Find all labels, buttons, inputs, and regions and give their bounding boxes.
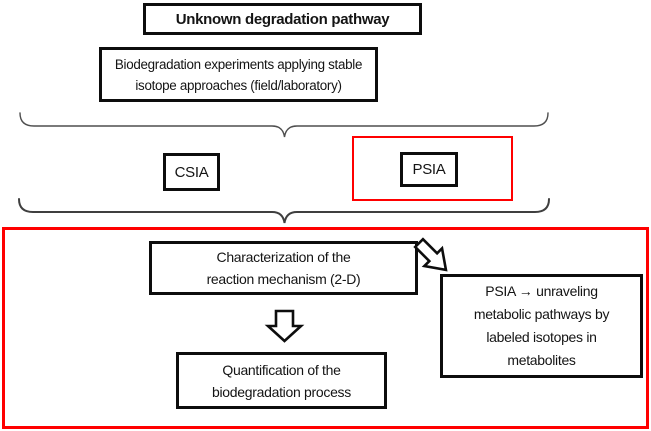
csia-box: CSIA — [163, 153, 220, 191]
text-line: Characterization of the — [216, 249, 351, 265]
biodegradation-experiments-box: Biodegradation experiments applying stab… — [99, 47, 378, 102]
psia-result-box: PSIA → unraveling metabolic pathways by … — [440, 274, 643, 378]
text-line: PSIA → unraveling — [485, 283, 598, 299]
results-highlight-rect — [2, 227, 649, 429]
box-label: Unknown degradation pathway — [175, 10, 390, 28]
psia-box: PSIA — [400, 152, 458, 187]
quantification-box: Quantification of the biodegradation pro… — [176, 352, 387, 409]
text-line: isotope approaches (field/laboratory) — [135, 77, 342, 93]
underbrace-top-icon — [19, 112, 549, 138]
text-line: reaction mechanism (2-D) — [206, 271, 361, 287]
text-line: biodegradation process — [212, 383, 351, 400]
underbrace-bottom-icon — [18, 198, 550, 224]
characterization-box: Characterization of the reaction mechani… — [149, 241, 418, 295]
text-line: Quantification of the — [222, 361, 341, 378]
text-line: metabolites — [507, 352, 576, 368]
text-line: Biodegradation experiments applying stab… — [114, 56, 363, 72]
text-line: metabolic pathways by — [473, 306, 610, 322]
unknown-pathway-box: Unknown degradation pathway — [143, 3, 422, 35]
text-line: labeled isotopes in — [486, 329, 597, 345]
box-label: PSIA — [412, 161, 446, 178]
box-label: CSIA — [174, 163, 209, 181]
